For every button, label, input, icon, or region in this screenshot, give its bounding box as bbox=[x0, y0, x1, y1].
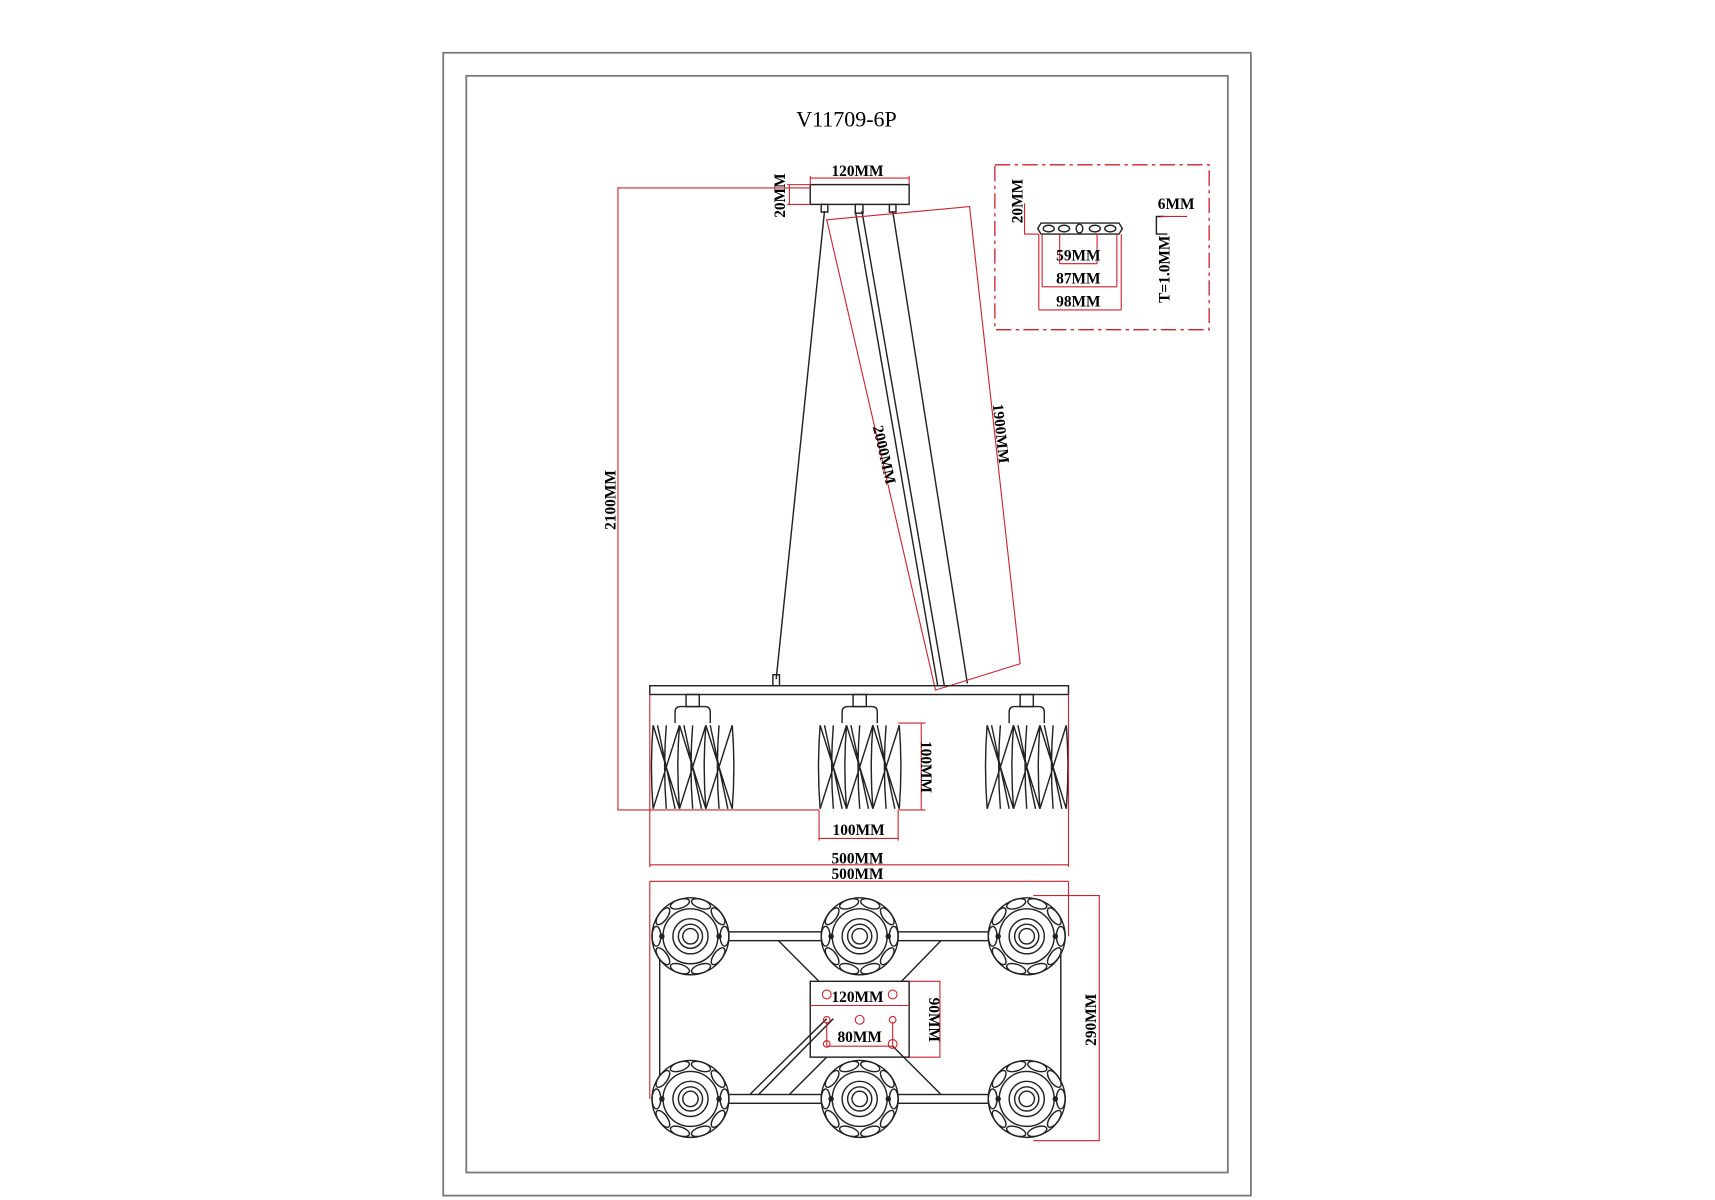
shade-height-label: 100MM bbox=[917, 741, 934, 794]
shade-top-view bbox=[987, 1059, 1066, 1139]
canopy-height-label: 20MM bbox=[772, 173, 789, 218]
crystal-shade bbox=[650, 693, 735, 810]
bracket-height-label: 20MM bbox=[1009, 178, 1026, 223]
top-length-label: 500MM bbox=[831, 866, 884, 883]
total-height-label: 2100MM bbox=[603, 470, 620, 530]
shade-top-view bbox=[651, 897, 730, 976]
crystal-shade bbox=[984, 693, 1069, 810]
top-depth-label: 290MM bbox=[1083, 993, 1100, 1046]
bar-length-label: 500MM bbox=[831, 851, 884, 868]
bracket-detail: 20MM 59MM 87MM 98MM 6MM T=1.0MM bbox=[994, 164, 1210, 331]
power-cord bbox=[854, 210, 939, 686]
hole-spacing-label: 59MM bbox=[1056, 247, 1101, 264]
bracket-profile bbox=[1155, 215, 1168, 235]
model-title: V11709-6P bbox=[796, 106, 897, 131]
suspension-wire bbox=[775, 210, 826, 680]
canopy-width-label: 120MM bbox=[831, 163, 884, 180]
shade-top-view bbox=[651, 1059, 730, 1139]
power-cord bbox=[861, 210, 946, 686]
suspension-wire bbox=[891, 210, 969, 684]
top-view: 500MM 120MM 80MM 90MM 290MM bbox=[649, 866, 1100, 1142]
plate-depth-label: 90MM bbox=[925, 998, 942, 1043]
flange-label: 6MM bbox=[1158, 196, 1195, 213]
hole-spacing-label: 80MM bbox=[837, 1029, 882, 1046]
inner-width-label: 87MM bbox=[1056, 271, 1101, 288]
plate-width-label: 120MM bbox=[831, 989, 884, 1006]
canopy-plate bbox=[809, 980, 910, 1058]
thickness-label: T=1.0MM bbox=[1157, 235, 1174, 303]
side-view: 120MM 20MM 2100MM 2000MM 1900MM 100MM 10… bbox=[603, 163, 1070, 868]
wire-length-1900-label: 1900MM bbox=[989, 403, 1012, 465]
shade-top-view bbox=[820, 897, 899, 976]
crystal-shade bbox=[817, 693, 902, 810]
canopy bbox=[809, 183, 910, 206]
mounting-bar bbox=[649, 685, 1070, 696]
shade-top-view bbox=[987, 897, 1066, 976]
shade-width-label: 100MM bbox=[833, 822, 886, 839]
outer-width-label: 98MM bbox=[1056, 294, 1101, 311]
outer-frame bbox=[442, 51, 1252, 1197]
bracket bbox=[1036, 222, 1124, 235]
inner-frame bbox=[465, 74, 1229, 1174]
shade-top-view bbox=[820, 1059, 899, 1139]
